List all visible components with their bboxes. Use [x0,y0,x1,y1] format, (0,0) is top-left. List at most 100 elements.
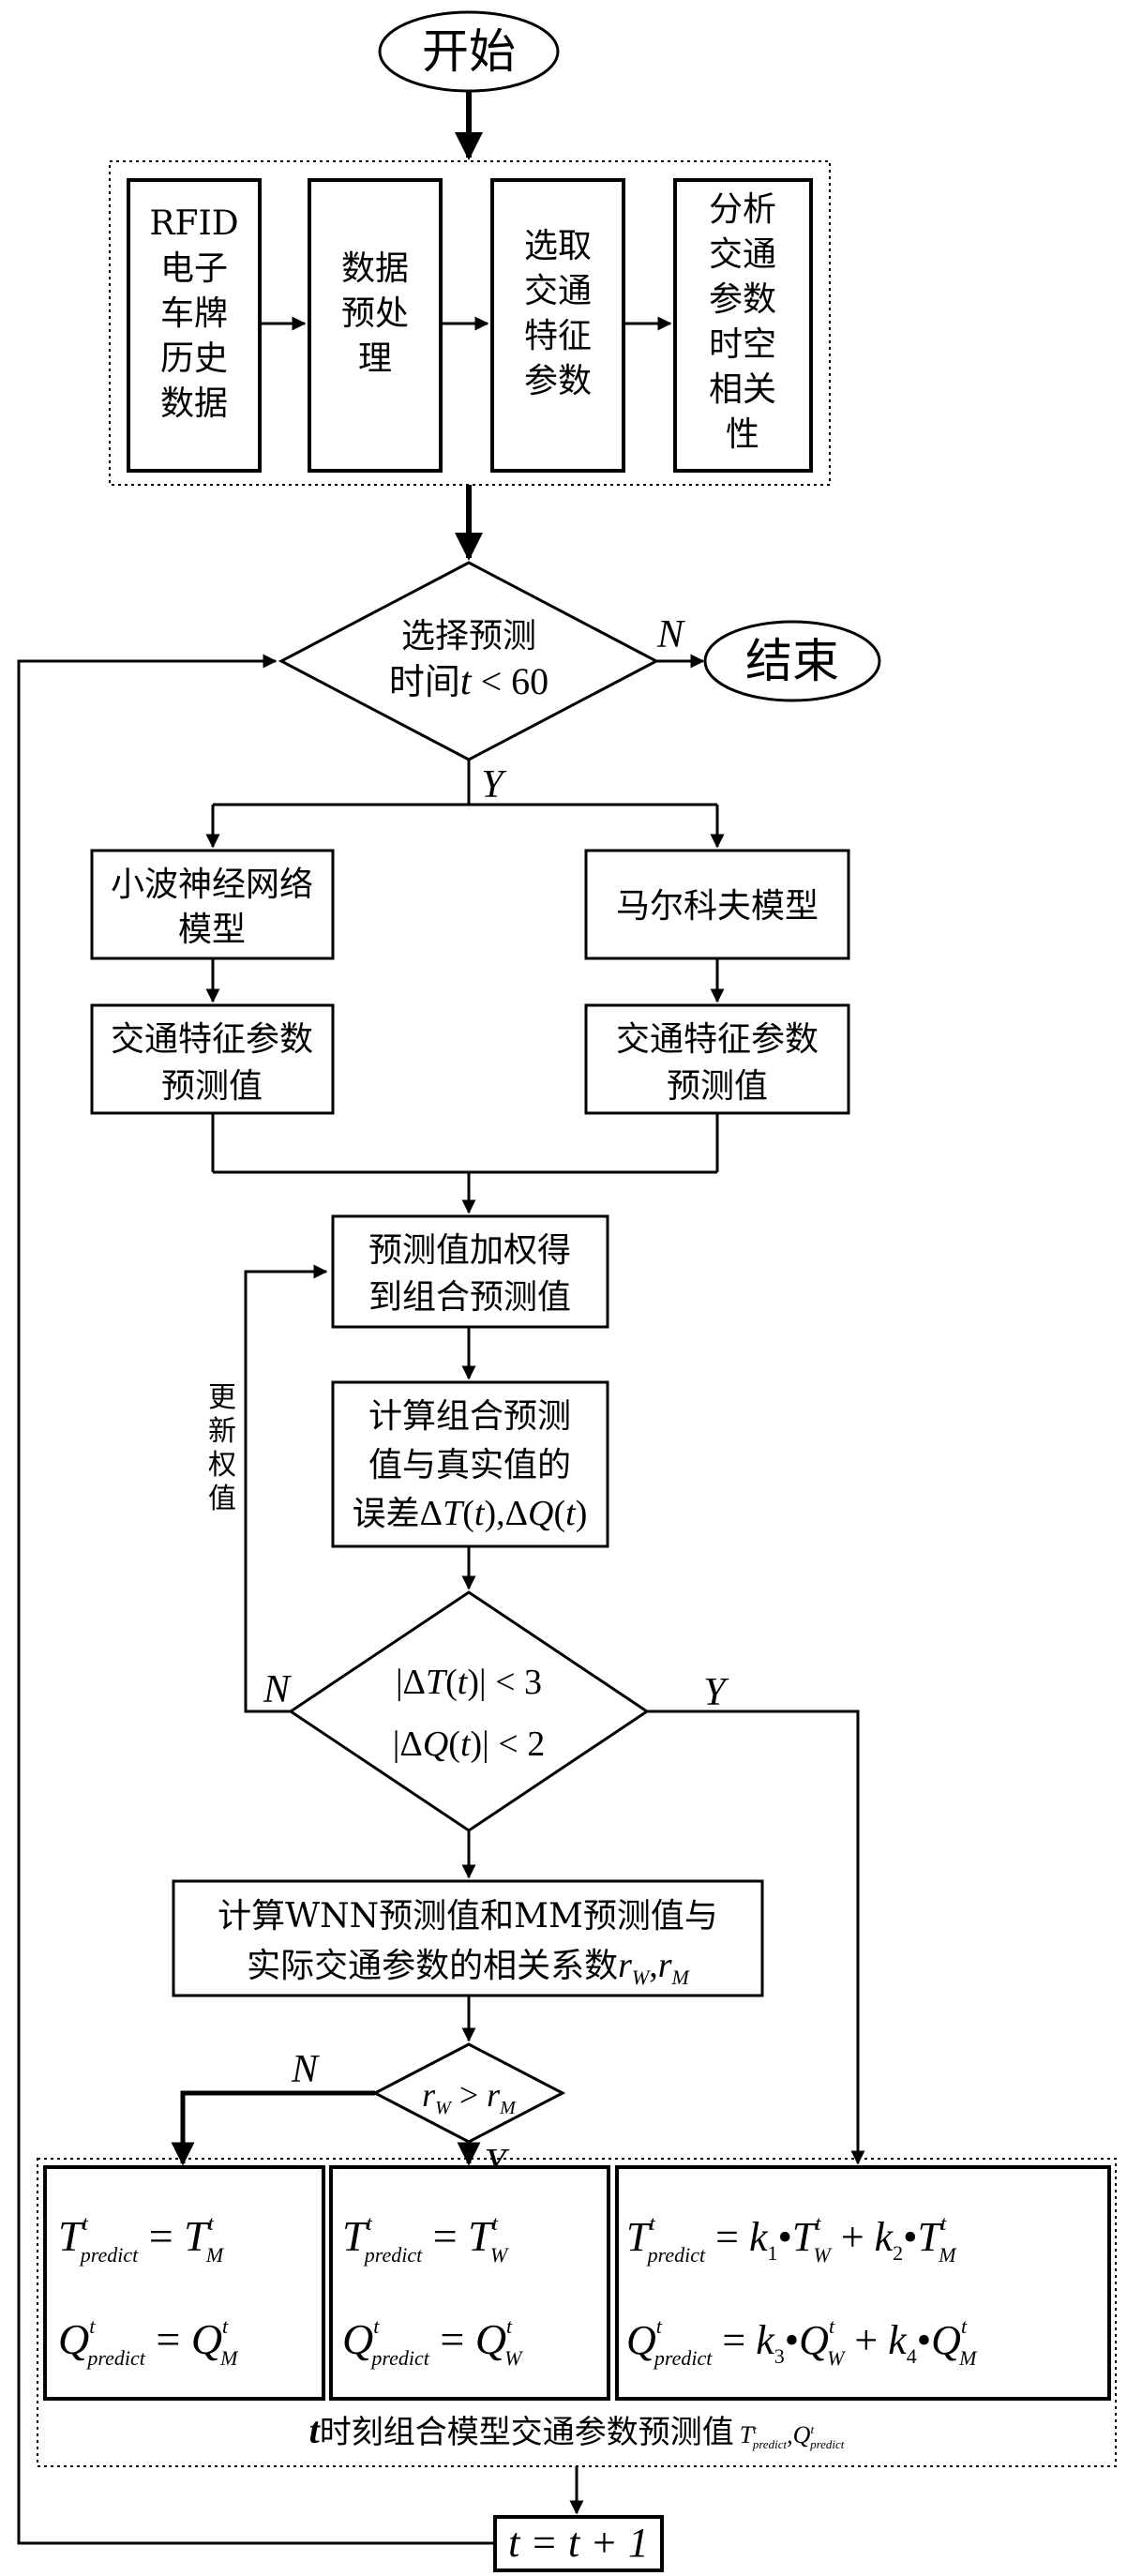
threshold-q-arg: t [460,1725,472,1764]
wavelet-model-box: 小波神经网络 模型 [90,849,335,960]
caption-t: t [309,2409,322,2451]
weighted-line-2: 到组合预测值 [368,1278,571,1317]
time-decision-yes-label: Y [481,763,507,806]
fc-q-eq: = [712,2317,756,2363]
analyze-line-6: 性 [726,415,759,454]
fc-t-k2: k [875,2214,894,2260]
threshold-t-var: T [426,1663,448,1702]
correlation-rm: r [658,1946,672,1985]
fw-q-rhs: Q [475,2315,506,2363]
arrow-threshold-yes [647,1710,865,2165]
time-decision-no-label: N [656,613,685,656]
error-t-arg-var: t [474,1494,486,1533]
time-decision-relation: < 60 [472,660,549,702]
rfid-line-3: 车牌 [160,294,228,333]
error-q-var: Q [528,1494,553,1533]
fw-q-lhs-sub: predict [369,2346,429,2370]
fc-q-lhs: Q [626,2317,656,2363]
end-node: 结束 [703,620,881,702]
correlation-line-2-text: 实际交通参数的相关系数 [247,1947,618,1985]
preprocess-line-3: 理 [358,339,392,378]
increment-label: t = t + 1 [508,2520,649,2566]
compare-condition: rW > rM [422,2076,517,2118]
data-preprocess-box: 数据 预处 理 [308,178,443,473]
threshold-no-label: N [263,1668,292,1711]
threshold-t-paren-open: ( [445,1663,458,1702]
compare-no-label: N [291,2048,320,2091]
select-line-4: 参数 [524,362,592,400]
fc-q-k3-sub: 3 [774,2344,785,2368]
fm-t-lhs: T [58,2212,85,2260]
analyze-line-2: 交通 [709,235,776,274]
fc-t-tw: T [792,2214,819,2260]
markov-model-box: 马尔科夫模型 [584,849,850,960]
analyze-line-3: 参数 [709,280,776,319]
error-delta-t: Δ [420,1494,443,1533]
fc-q-qw: Q [799,2317,829,2363]
error-t-close: ),Δ [484,1494,528,1533]
error-line-3-prefix: 误差 [353,1495,420,1533]
start-label: 开始 [422,24,516,79]
fc-q-k3: k [756,2317,775,2363]
correlation-line-2: 实际交通参数的相关系数rW,rM [247,1946,690,1989]
fm-t-lhs-sup: t [83,2211,89,2235]
preprocess-group [109,160,831,486]
weighted-line-1: 预测值加权得 [368,1231,571,1270]
analyze-line-5: 相关 [709,370,776,409]
rfid-line-4: 历史 [160,339,228,378]
rfid-line-2: 电子 [160,249,228,288]
rfid-line-5: 数据 [160,384,228,423]
wavelet-pred-line-2: 预测值 [161,1067,263,1106]
fw-t-rhs-sub: W [490,2243,509,2267]
threshold-q-var: Q [423,1725,448,1764]
compare-decision: rW > rM [371,2042,566,2144]
analyze-correlation-box: 分析 交通 参数 时空 相关 性 [673,178,813,473]
fw-t-lhs-sub: predict [363,2243,423,2267]
fw-q-eq: = [429,2315,475,2363]
fc-q-qw-sub: W [827,2346,846,2370]
caption-text: 时刻组合模型交通参数预测值 [320,2414,734,2451]
update-weights-char-4: 值 [208,1483,236,1515]
markov-pred-line-1: 交通特征参数 [616,1020,819,1059]
fc-q-lhs-sup: t [656,2314,663,2338]
markov-pred-line-2: 预测值 [667,1067,768,1106]
fm-t-rhs-sup: t [208,2211,215,2235]
fw-q-lhs: Q [342,2315,373,2363]
threshold-q-bar-open: |Δ [393,1725,423,1764]
correlation-rw: r [618,1946,632,1985]
threshold-t-condition: |ΔT(t)| < 3 [396,1663,542,1702]
analyze-line-1: 分析 [709,190,776,229]
threshold-q-paren-open: ( [448,1725,460,1764]
threshold-q-limit: 2 [527,1725,545,1764]
select-line-3: 特征 [524,317,592,355]
fm-q-rhs-sub: M [219,2346,239,2370]
fc-t-tm: T [918,2214,944,2260]
fc-q-qw-sup: t [829,2314,835,2338]
fc-t-eq: = [705,2214,749,2260]
correlation-rm-sub: M [671,1966,691,1989]
threshold-q-condition: |ΔQ(t)| < 2 [393,1725,545,1764]
threshold-decision: |ΔT(t)| < 3 |ΔQ(t)| < 2 [288,1590,650,1832]
analyze-line-4: 时空 [709,325,776,364]
threshold-t-bar-open: |Δ [396,1663,426,1702]
fc-t-dot1: • [777,2214,791,2260]
threshold-t-limit: 3 [524,1663,542,1702]
correlation-rw-sub: W [632,1966,651,1989]
fc-t-tm-sup: t [940,2211,947,2235]
fc-q-lhs-sub: predict [653,2346,713,2370]
select-line-1: 选取 [524,227,592,265]
fw-t-rhs: T [468,2212,495,2260]
select-line-2: 交通 [524,272,592,310]
caption-Q: Q [793,2421,811,2448]
error-line-2: 值与真实值的 [368,1446,571,1484]
fm-q-lhs-sup: t [89,2314,96,2338]
fw-t-lhs-sup: t [367,2211,373,2235]
end-label: 结束 [745,634,839,688]
compare-rm-sub: M [499,2098,517,2118]
fm-q-lhs-sub: predict [85,2346,145,2370]
